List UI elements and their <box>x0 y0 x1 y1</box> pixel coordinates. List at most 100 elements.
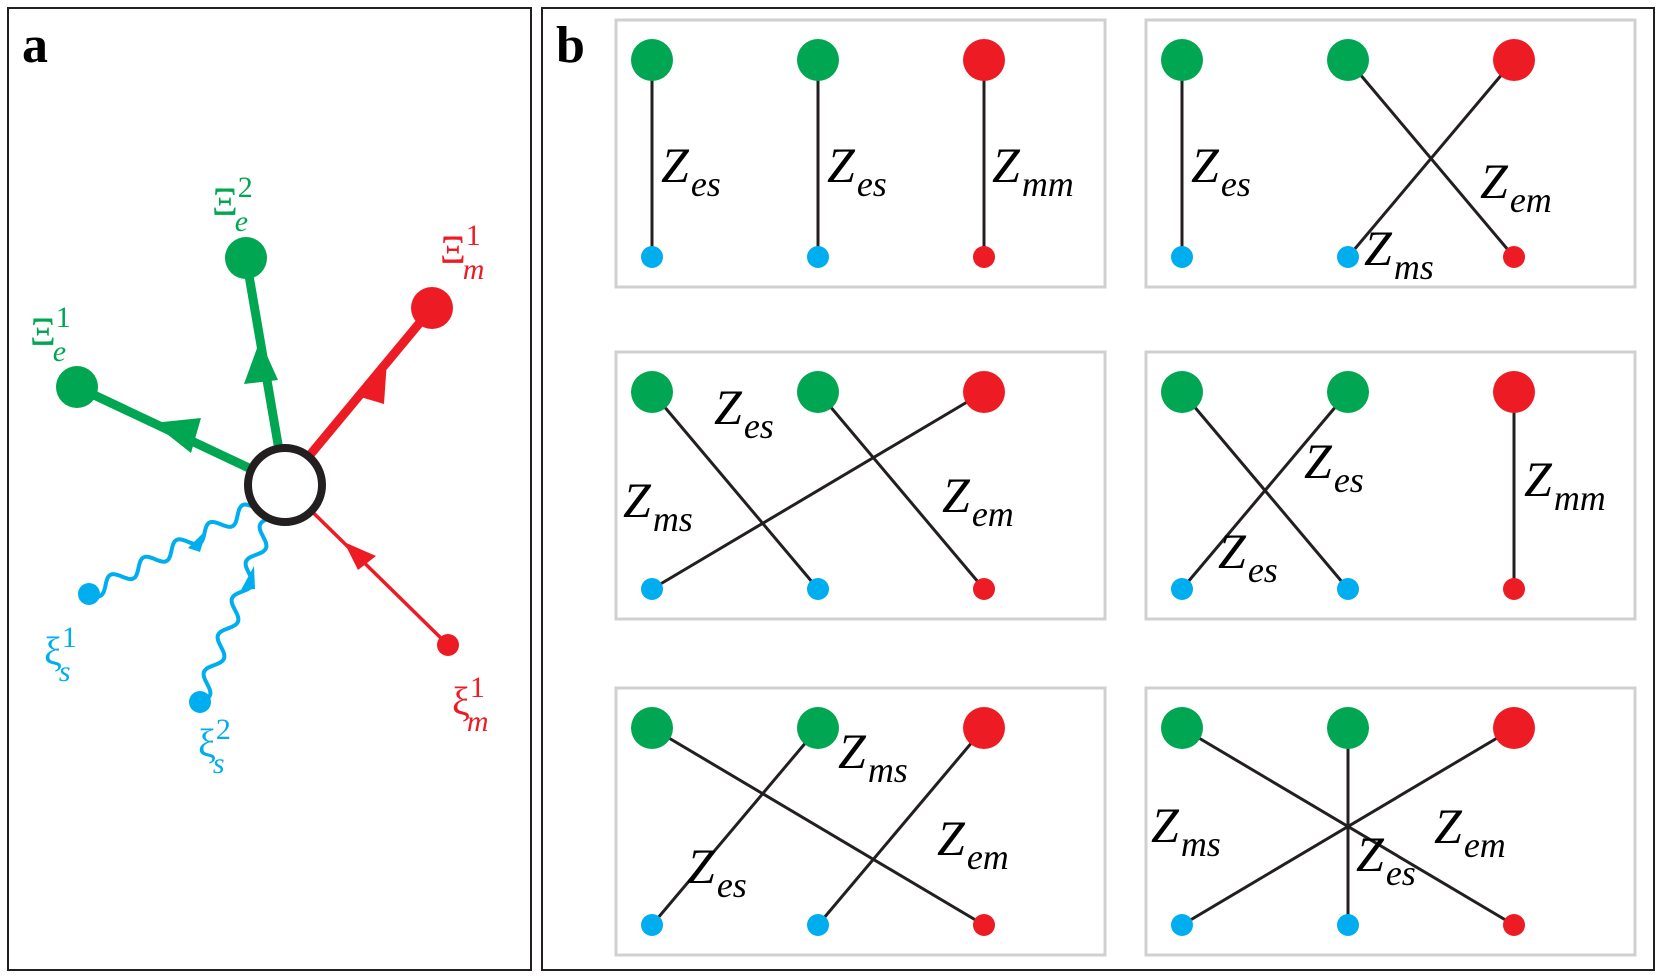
arrowhead-icon <box>153 418 201 453</box>
top-node-green <box>797 371 839 413</box>
external-node <box>225 237 267 279</box>
external-node <box>437 634 459 656</box>
contraction-line <box>816 391 986 590</box>
bottom-node-blue <box>1337 914 1359 936</box>
pairing-box <box>614 350 1107 621</box>
panel-b-frame <box>541 7 1655 971</box>
bottom-node-red <box>1503 914 1525 936</box>
bottom-node-blue <box>807 914 829 936</box>
bottom-node-red <box>973 246 995 268</box>
bottom-node-blue <box>641 578 663 600</box>
pairing-diagram-6: Zms Zes Zem <box>1144 686 1637 957</box>
top-node-red <box>1493 371 1535 413</box>
propagator-label: Zms <box>1364 220 1434 287</box>
bottom-node-red <box>973 914 995 936</box>
arrowhead-icon <box>244 340 278 384</box>
propagator-label: Zes <box>714 379 774 446</box>
panel-a-legs <box>56 237 459 713</box>
propagator-label: Zem <box>1434 798 1506 865</box>
bottom-node-blue <box>1171 246 1193 268</box>
bottom-node-blue <box>807 246 829 268</box>
top-node-green <box>631 371 673 413</box>
top-node-red <box>963 39 1005 81</box>
pairing-box <box>1144 18 1637 289</box>
external-node <box>411 287 453 329</box>
bottom-node-red <box>1503 246 1525 268</box>
top-node-green <box>1327 371 1369 413</box>
contraction-line <box>1346 59 1516 258</box>
bottom-node-blue <box>641 914 663 936</box>
bottom-node-blue <box>1337 246 1359 268</box>
bottom-node-blue <box>1171 914 1193 936</box>
contraction-line <box>1180 391 1350 590</box>
leg-xi-s2 <box>189 516 271 713</box>
contraction-line <box>651 726 985 927</box>
central-vertex <box>244 444 326 526</box>
contraction-line <box>816 727 986 926</box>
pairing-box <box>614 686 1107 957</box>
external-node <box>56 366 98 408</box>
top-node-green <box>631 39 673 81</box>
propagator-label: Zes <box>1304 433 1364 500</box>
panel-a-frame <box>7 7 532 971</box>
panel-b-label: b <box>556 17 585 74</box>
propagator-label: Zmm <box>1524 451 1606 518</box>
top-node-red <box>1493 707 1535 749</box>
bottom-node-blue <box>807 578 829 600</box>
bottom-node-blue <box>1337 578 1359 600</box>
top-node-red <box>1493 39 1535 81</box>
leg-xi-s1 <box>78 502 255 605</box>
pairing-box <box>614 18 1107 289</box>
contraction-line <box>650 391 820 590</box>
propagator-label: Zes <box>661 137 721 204</box>
panel-a-label: a <box>22 17 48 74</box>
top-node-green <box>1327 707 1369 749</box>
contraction-line <box>1181 726 1515 927</box>
pairing-box <box>1144 686 1637 957</box>
propagator-label: Zem <box>942 467 1014 534</box>
bottom-node-blue <box>1171 578 1193 600</box>
propagator-label: Zes <box>1356 826 1416 893</box>
top-node-green <box>797 707 839 749</box>
top-node-green <box>1327 39 1369 81</box>
top-node-green <box>1161 39 1203 81</box>
bottom-node-blue <box>641 246 663 268</box>
propagator-label: Zms <box>838 723 908 790</box>
top-node-red <box>963 707 1005 749</box>
contraction-line <box>651 390 985 591</box>
propagator-label: Zes <box>687 838 747 905</box>
propagator-label: Zes <box>1218 523 1278 590</box>
propagator-label: Zmm <box>992 137 1074 204</box>
propagator-label: Zem <box>1480 153 1552 220</box>
top-node-green <box>1161 707 1203 749</box>
bottom-node-red <box>1503 578 1525 600</box>
propagator-label: Zem <box>937 810 1009 877</box>
pairing-box <box>1144 350 1637 621</box>
top-node-green <box>797 39 839 81</box>
arrowhead-icon <box>188 529 207 552</box>
propagator-label: Zms <box>1151 797 1221 864</box>
arrowhead-icon <box>357 360 387 404</box>
propagator-label: Zms <box>623 472 693 539</box>
contraction-line <box>650 727 820 926</box>
external-node <box>189 691 211 713</box>
arrowhead-icon <box>344 542 376 570</box>
top-node-green <box>1161 371 1203 413</box>
top-node-red <box>963 371 1005 413</box>
propagator-label: Zes <box>1191 137 1251 204</box>
external-node <box>78 583 100 605</box>
